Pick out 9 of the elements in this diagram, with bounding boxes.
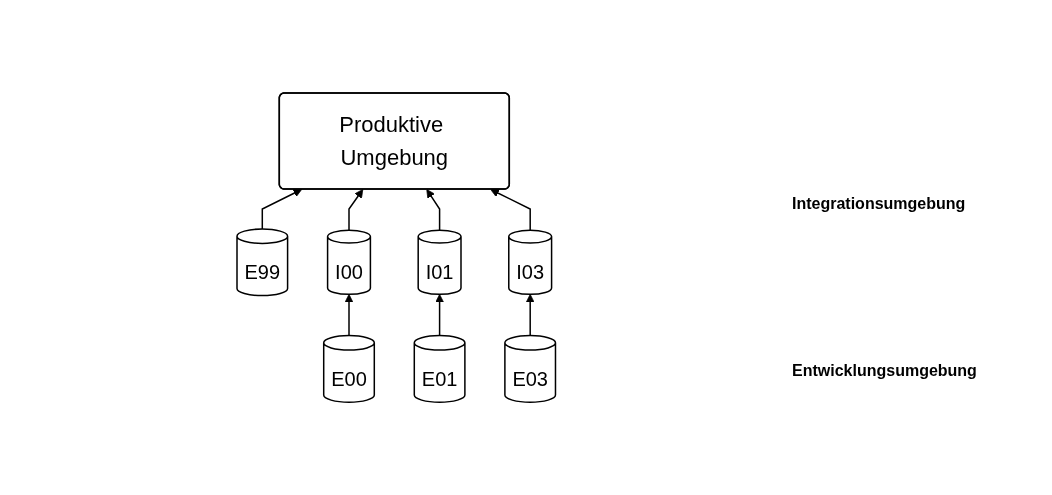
arrow: [525, 293, 535, 337]
level-label: Entwicklungsumgebung: [792, 362, 978, 381]
arrow: [344, 293, 354, 337]
arrow: [348, 189, 363, 231]
arrow: [426, 189, 441, 231]
arrow: [261, 188, 302, 230]
level-label: Integrationsumgebung: [792, 194, 967, 213]
arrow: [490, 188, 531, 231]
arrow: [434, 293, 444, 337]
